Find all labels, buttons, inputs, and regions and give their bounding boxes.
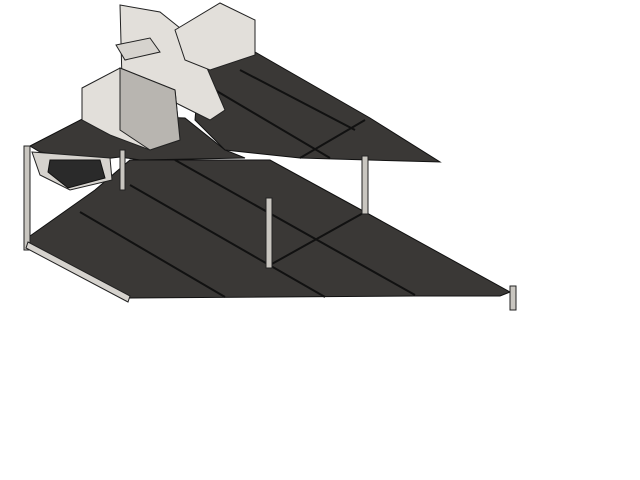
upper-shelf-right (194, 51, 442, 163)
lower-shelf-slats (79, 159, 416, 298)
top-box (174, 2, 256, 71)
legs (23, 145, 517, 311)
front-rail (25, 241, 131, 303)
upper-shelf-slats (214, 69, 366, 159)
drawer-interior (47, 159, 106, 189)
cabinet-shadow (119, 67, 181, 151)
tray (115, 37, 161, 61)
